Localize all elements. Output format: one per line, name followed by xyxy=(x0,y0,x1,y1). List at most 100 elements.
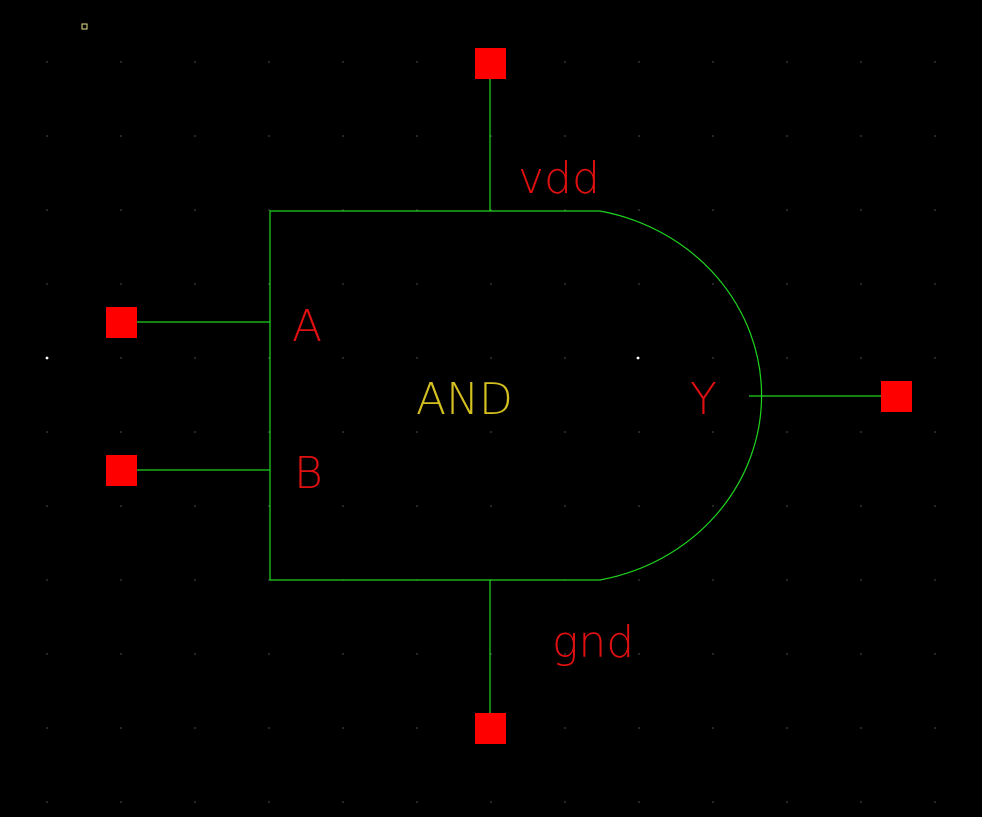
grid-dot xyxy=(564,283,566,285)
grid-dot xyxy=(638,727,640,729)
grid-dot xyxy=(786,135,788,137)
grid-dot xyxy=(416,431,418,433)
grid-dot xyxy=(490,801,492,803)
grid-dot xyxy=(194,431,196,433)
grid-dots xyxy=(46,61,936,803)
grid-dot xyxy=(194,801,196,803)
grid-dot xyxy=(416,357,418,359)
grid-dot xyxy=(120,431,122,433)
grid-dot xyxy=(934,135,936,137)
pin-label-b: B xyxy=(294,448,323,499)
pin-label-vdd: vdd xyxy=(518,153,600,204)
grid-dot xyxy=(638,135,640,137)
grid-dot xyxy=(490,505,492,507)
grid-dot xyxy=(120,357,122,359)
grid-dot xyxy=(46,653,48,655)
grid-dot xyxy=(416,727,418,729)
grid-dot xyxy=(860,505,862,507)
origin-marker xyxy=(81,23,88,30)
grid-dot xyxy=(342,283,344,285)
grid-dot xyxy=(786,283,788,285)
grid-dot xyxy=(564,801,566,803)
grid-dot xyxy=(712,283,714,285)
grid-dot xyxy=(860,61,862,63)
grid-dot xyxy=(194,579,196,581)
grid-dot xyxy=(342,135,344,137)
grid-dot xyxy=(712,431,714,433)
grid-dot xyxy=(934,431,936,433)
grid-dot xyxy=(194,61,196,63)
grid-dot xyxy=(712,135,714,137)
grid-dot xyxy=(786,357,788,359)
pin-a[interactable] xyxy=(106,307,137,338)
grid-dot xyxy=(46,283,48,285)
grid-dot xyxy=(934,801,936,803)
grid-dot xyxy=(564,135,566,137)
grid-dot xyxy=(194,653,196,655)
grid-dot xyxy=(342,357,344,359)
grid-dot xyxy=(194,283,196,285)
grid-dot xyxy=(934,579,936,581)
grid-dot xyxy=(416,135,418,137)
grid-dot xyxy=(342,431,344,433)
grid-dot xyxy=(268,801,270,803)
grid-dot xyxy=(712,357,714,359)
grid-dot xyxy=(342,801,344,803)
grid-dot xyxy=(638,505,640,507)
grid-dot xyxy=(342,653,344,655)
anchor-dot-center xyxy=(636,356,640,360)
grid-dot xyxy=(934,653,936,655)
grid-dot xyxy=(416,653,418,655)
grid-dot xyxy=(934,283,936,285)
grid-dot xyxy=(268,653,270,655)
grid-dot xyxy=(564,727,566,729)
grid-dot xyxy=(638,61,640,63)
anchor-dot-left xyxy=(45,356,49,360)
grid-dot xyxy=(712,209,714,211)
grid-dot xyxy=(46,431,48,433)
grid-dot xyxy=(638,579,640,581)
grid-dot xyxy=(194,135,196,137)
grid-dot xyxy=(712,61,714,63)
grid-dot xyxy=(786,61,788,63)
pin-b[interactable] xyxy=(106,455,137,486)
grid-dot xyxy=(46,505,48,507)
grid-dot xyxy=(638,653,640,655)
grid-dot xyxy=(268,135,270,137)
grid-dot xyxy=(46,135,48,137)
grid-dot xyxy=(564,61,566,63)
grid-dot xyxy=(490,283,492,285)
grid-dot xyxy=(712,579,714,581)
grid-dot xyxy=(46,61,48,63)
pin-y[interactable] xyxy=(881,381,912,412)
grid-dot xyxy=(46,727,48,729)
grid-dot xyxy=(638,431,640,433)
grid-dot xyxy=(786,431,788,433)
grid-dot xyxy=(860,431,862,433)
grid-dot xyxy=(860,357,862,359)
pin-gnd[interactable] xyxy=(475,713,506,744)
grid-dot xyxy=(860,801,862,803)
grid-dot xyxy=(120,505,122,507)
grid-dot xyxy=(786,653,788,655)
cell-name-label: AND xyxy=(416,374,513,425)
grid-dot xyxy=(712,727,714,729)
grid-dot xyxy=(786,727,788,729)
grid-dot xyxy=(46,579,48,581)
grid-dot xyxy=(194,357,196,359)
grid-dot xyxy=(786,505,788,507)
grid-dot xyxy=(860,135,862,137)
grid-dot xyxy=(120,135,122,137)
grid-dot xyxy=(860,283,862,285)
grid-dot xyxy=(342,727,344,729)
grid-dot xyxy=(120,61,122,63)
grid-dot xyxy=(194,505,196,507)
grid-dot xyxy=(416,801,418,803)
pin-label-a: A xyxy=(292,301,322,352)
pin-vdd[interactable] xyxy=(475,48,506,79)
grid-dot xyxy=(712,653,714,655)
and-gate-body[interactable] xyxy=(269,210,763,581)
grid-dot xyxy=(712,801,714,803)
grid-dot xyxy=(416,283,418,285)
